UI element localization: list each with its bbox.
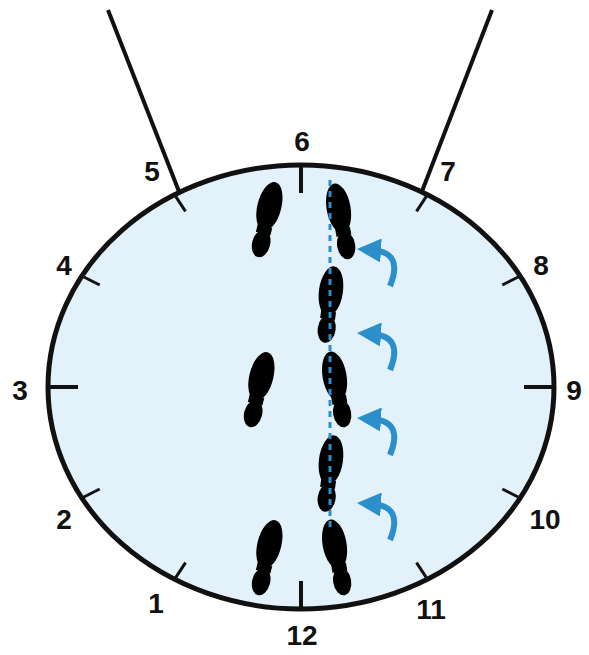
clock-number: 9: [566, 377, 582, 405]
clock-number: 10: [529, 506, 560, 534]
clock-number: 3: [12, 377, 28, 405]
clock-number: 7: [440, 158, 456, 186]
clock-number: 11: [416, 596, 446, 624]
clock-number: 4: [56, 252, 72, 280]
clock-number: 1: [148, 590, 164, 618]
clock-number: 12: [286, 622, 317, 650]
clock-number: 2: [56, 506, 72, 534]
clock-number: 5: [144, 158, 160, 186]
clock-number: 6: [294, 128, 310, 156]
clock-number: 8: [533, 252, 549, 280]
